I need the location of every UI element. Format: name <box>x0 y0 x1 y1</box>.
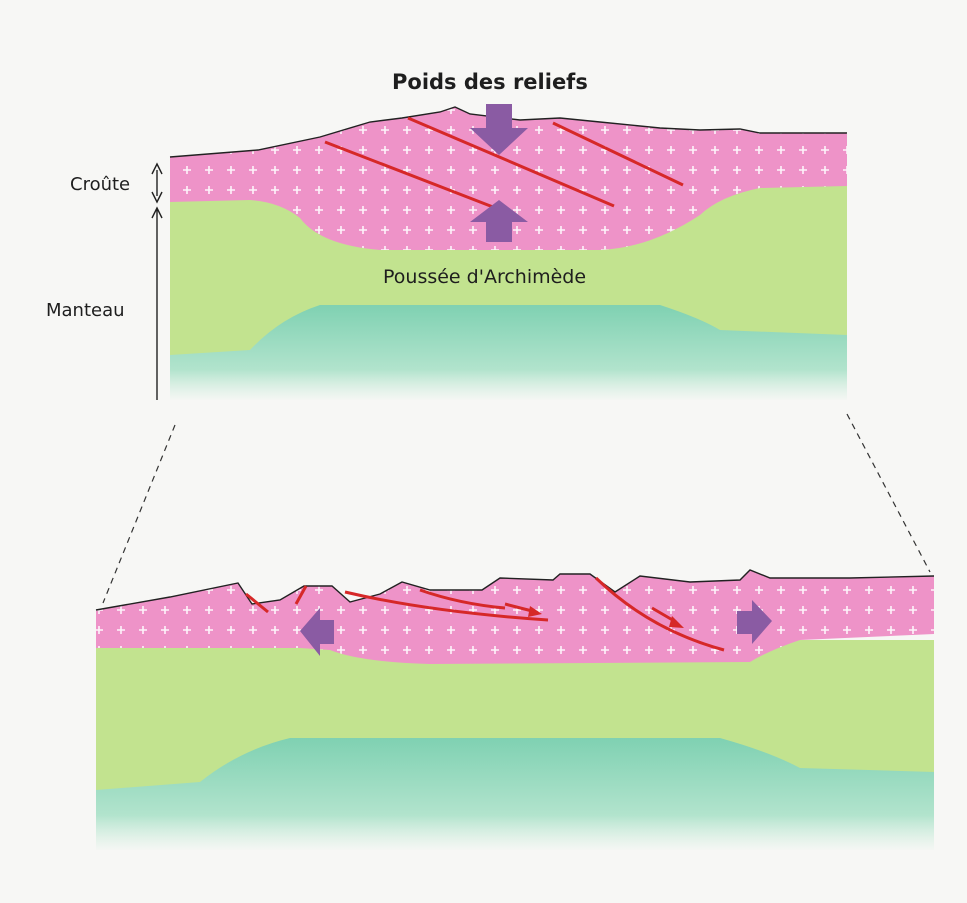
bottom-section <box>96 570 934 852</box>
buoyancy-label: Poussée d'Archimède <box>383 266 586 288</box>
mantle-label: Manteau <box>46 300 125 321</box>
crust-label: Croûte <box>70 174 130 195</box>
relief-weight-title: Poids des reliefs <box>392 70 588 94</box>
zoom-line-left <box>103 425 175 603</box>
top-section <box>152 104 847 402</box>
mantle-arrow <box>152 208 162 400</box>
crust-thickness-arrow <box>152 164 162 202</box>
zoom-line-right <box>847 414 930 572</box>
